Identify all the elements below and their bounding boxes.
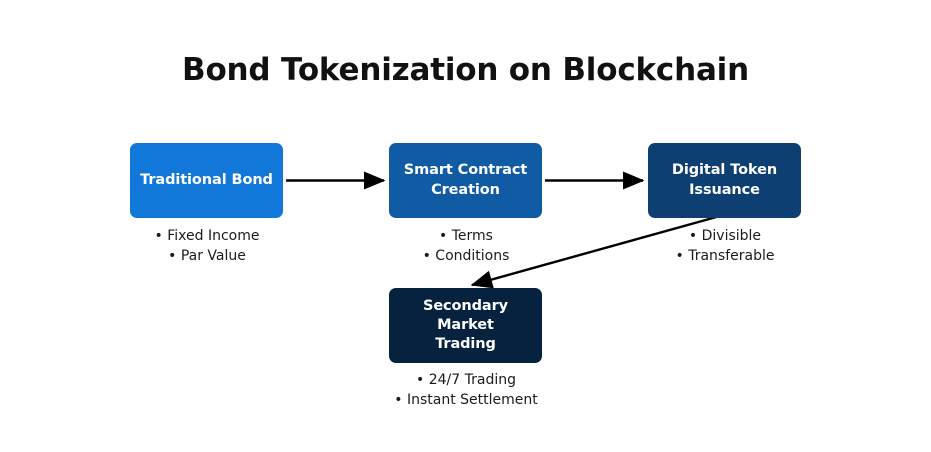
bullets-traditional-bond: • Fixed Income • Par Value: [116, 226, 298, 267]
bullet-item: • Transferable: [675, 248, 775, 265]
bullet-item: • Instant Settlement: [394, 392, 538, 409]
bullets-digital-token-issuance: • Divisible • Transferable: [634, 226, 816, 267]
node-digital-token-issuance-label: Digital Token Issuance: [671, 162, 778, 198]
bullet-item: • Divisible: [688, 228, 762, 244]
bullet-item: • Fixed Income: [154, 228, 260, 244]
arrow-token-to-secondary: [470, 214, 721, 289]
node-smart-contract-creation-label: Smart Contract Creation: [403, 162, 528, 198]
node-traditional-bond-label: Traditional Bond: [140, 171, 273, 188]
node-secondary-market-trading[interactable]: Secondary Market Trading: [389, 288, 542, 363]
node-traditional-bond[interactable]: Traditional Bond: [130, 143, 283, 218]
bullets-smart-contract-creation: • Terms • Conditions: [375, 226, 557, 267]
bullet-item: • Conditions: [422, 248, 510, 265]
bullet-item: • Terms: [439, 228, 493, 244]
node-digital-token-issuance[interactable]: Digital Token Issuance: [648, 143, 801, 218]
bullet-item: • Par Value: [168, 248, 246, 265]
bullet-item: • 24/7 Trading: [416, 372, 516, 388]
node-smart-contract-creation[interactable]: Smart Contract Creation: [389, 143, 542, 218]
bullets-secondary-market-trading: • 24/7 Trading • Instant Settlement: [375, 370, 557, 411]
node-secondary-market-trading-label: Secondary Market Trading: [422, 297, 509, 353]
page-title: Bond Tokenization on Blockchain: [182, 52, 749, 88]
